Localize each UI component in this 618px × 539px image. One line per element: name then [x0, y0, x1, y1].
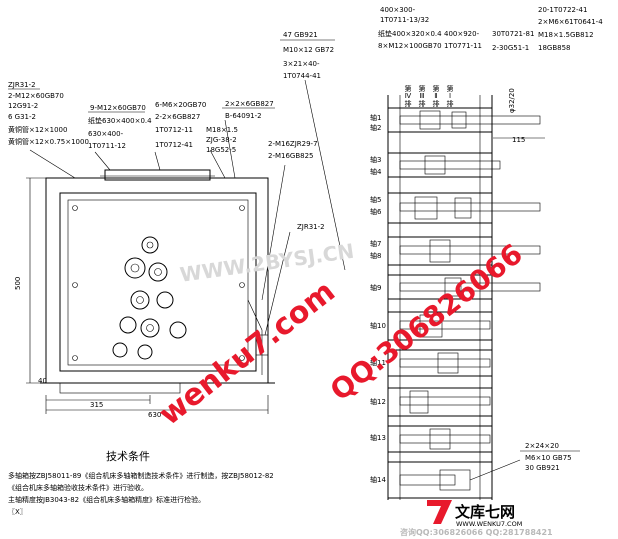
dimension: 40	[38, 377, 47, 385]
label: 20-1T0722-41	[538, 6, 587, 14]
tech-line: 《组合机床多轴箱验收技术条件》进行验收。	[8, 483, 148, 492]
label: 6 G31-2	[8, 113, 36, 121]
brand-url: WWW.WENKU7.COM	[456, 520, 522, 528]
label: 1T0712-41	[155, 141, 193, 149]
column-header: 第Ⅳ排	[404, 84, 412, 108]
shaft-layout: 400×300- 1T0711-13/32 纸垫400×320×0.4 8×M1…	[370, 6, 603, 500]
axis-label: 轴7	[370, 239, 381, 248]
label: 3×21×40-	[283, 60, 320, 68]
label: 30 GB921	[525, 464, 560, 472]
gear	[124, 257, 146, 279]
label: 12G91-2	[8, 102, 38, 110]
technical-conditions: 技术条件 多轴箱按ZBJ58011-89《组合机床多轴箱制造技术条件》进行制造，…	[8, 449, 274, 516]
gear	[112, 342, 128, 358]
gear	[119, 316, 137, 334]
gear	[140, 318, 160, 338]
label: 400×300-	[380, 6, 416, 14]
label: ZJR31-2	[8, 81, 36, 89]
label: 1T0744-41	[283, 72, 321, 80]
brand-name: 文库七网	[455, 503, 515, 521]
axis-label: 轴5	[370, 195, 381, 204]
label: M18×1.5	[206, 126, 238, 134]
dimension: φ32/20	[508, 88, 516, 113]
label: M18×1.5GB812	[538, 31, 594, 39]
gear	[169, 321, 187, 339]
axis-label: 轴3	[370, 155, 381, 164]
label: 630×400-	[88, 130, 124, 138]
label: 2×2×6GB827	[225, 100, 274, 108]
tech-line: 多轴箱按ZBJ58011-89《组合机床多轴箱制造技术条件》进行制造，按ZBJ5…	[8, 471, 274, 480]
axis-label: 轴1	[370, 113, 381, 122]
gear	[156, 291, 174, 309]
shaft-rows	[387, 107, 541, 499]
label: ZJG-38-2	[206, 136, 237, 144]
dimension: 630	[148, 411, 161, 419]
label: 18G52-5	[206, 146, 236, 154]
housing-inner	[59, 192, 257, 372]
axis-label: 轴9	[370, 283, 381, 292]
corner-mark: 〖X〗	[8, 507, 27, 516]
label: M6×10 GB75	[525, 454, 572, 462]
axis-label: 轴11	[370, 358, 386, 367]
label: 2-2×6GB827	[155, 113, 200, 121]
label: 纸垫400×320×0.4	[378, 29, 442, 38]
watermark-qq: QQ:306826066	[324, 237, 529, 407]
label: 2-M16GB825	[268, 152, 314, 160]
gear	[130, 290, 150, 310]
label: ZJR31-2	[297, 223, 325, 231]
housing-flange	[67, 199, 249, 366]
column-header: 第Ⅰ排	[446, 84, 454, 108]
dimension: 315	[90, 401, 103, 409]
label: 47 GB921	[283, 31, 318, 39]
column-header: 第Ⅱ排	[432, 84, 440, 108]
label: 2×M6×61T0641-4	[538, 18, 603, 26]
dimension: 115	[512, 136, 525, 144]
label: 6-M6×20GB70	[155, 101, 206, 109]
label: 1T0771-11	[444, 42, 482, 50]
left-annotations: ZJR31-2 2-M12×60GB70 12G91-2 6 G31-2 黄铜管…	[8, 81, 325, 419]
label: 30T0721-81	[492, 30, 534, 38]
gear	[137, 344, 153, 360]
brand-logo: 文库七网 WWW.WENKU7.COM 咨询QQ:306826066 QQ:28…	[400, 500, 553, 537]
axis-label: 轴6	[370, 207, 382, 216]
axis-label: 轴13	[370, 433, 386, 442]
label: 8×M12×100GB70	[378, 42, 442, 50]
center-top-annotations: 47 GB921 M10×12 GB72 3×21×40- 1T0744-41	[280, 31, 346, 271]
label: 1T0711-13/32	[380, 16, 429, 24]
tech-title: 技术条件	[106, 449, 150, 463]
watermark-wenku: wenku7.com	[153, 274, 342, 433]
tech-line: 主轴精度按JB3043-82《组合机床多轴箱精度》标准进行检验。	[8, 495, 205, 504]
dimension: 500	[14, 277, 22, 290]
label: 1T0711-12	[88, 142, 126, 150]
watermark-gray: WWW.2BYSJ.CN	[178, 239, 355, 287]
axis-label: 轴8	[370, 251, 381, 260]
label: 黄铜管×12×1000	[8, 125, 67, 134]
label: 18GB858	[538, 44, 571, 52]
axis-label: 轴14	[370, 475, 386, 484]
label: 2-M12×60GB70	[8, 92, 64, 100]
label: 纸垫630×400×0.4	[88, 116, 152, 125]
label: 2-M16ZJR29-7	[268, 140, 318, 148]
label: 2×24×20	[525, 442, 559, 450]
column-header: 第Ⅲ排	[418, 84, 426, 108]
axis-label: 轴12	[370, 397, 386, 406]
label: B-64091-2	[225, 112, 262, 120]
axis-label: 轴4	[370, 167, 382, 176]
axis-label: 轴10	[370, 321, 386, 330]
label: 400×920-	[444, 30, 480, 38]
contact-line: 咨询QQ:306826066 QQ:281788421	[400, 527, 553, 537]
label: 2-30G51-1	[492, 44, 529, 52]
gear	[148, 262, 168, 282]
label: M10×12 GB72	[283, 46, 334, 54]
label: 黄铜管×12×0.75×1000	[8, 137, 89, 146]
axis-label: 轴2	[370, 123, 381, 132]
gear	[141, 236, 159, 254]
top-cover	[104, 169, 211, 181]
logo-7-icon	[427, 500, 452, 524]
label: 9-M12×60GB70	[90, 104, 146, 112]
front-view	[26, 119, 291, 414]
watermarks: WWW.2BYSJ.CN wenku7.com QQ:306826066	[153, 237, 529, 432]
label: 1T0712-11	[155, 126, 193, 134]
